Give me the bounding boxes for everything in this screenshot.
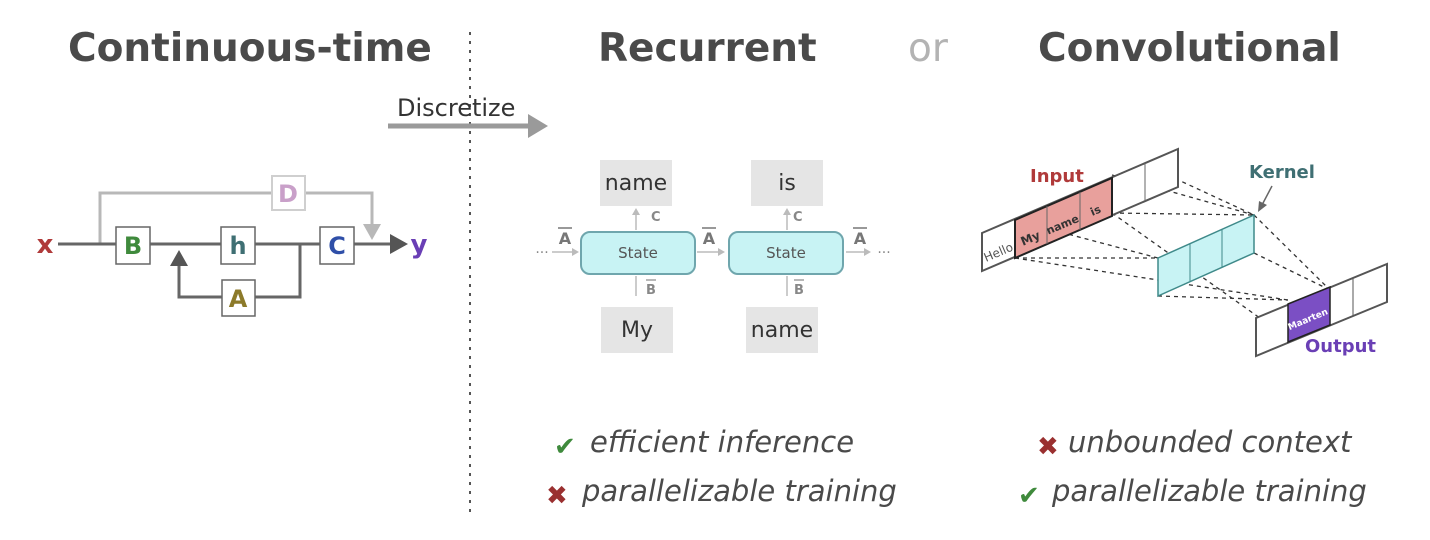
kernel-label: Kernel [1249, 162, 1315, 183]
d-block-label: D [278, 180, 298, 208]
c-arrow-1 [632, 208, 640, 215]
a-label-1: A [559, 229, 572, 248]
cross-icon: ✖ [546, 481, 568, 511]
d-path-right [305, 191, 374, 226]
a-label-3: A [854, 229, 867, 248]
recurrent-input-token-1: My [601, 307, 673, 353]
discretize-arrowhead [528, 114, 548, 138]
prop-parallelizable-training-convolutional: parallelizable training [1052, 474, 1367, 508]
h-block [220, 226, 256, 265]
ellipsis-right: ··· [877, 245, 890, 261]
heading-recurrent: Recurrent [598, 26, 817, 71]
heading-continuous-time: Continuous-time [68, 26, 432, 71]
state-box-2: State [728, 231, 844, 275]
h-block-label: h [229, 232, 246, 260]
a-arrow-mid [718, 248, 725, 256]
output-label: Output [1305, 336, 1376, 357]
check-icon: ✔ [1018, 481, 1040, 511]
recurrent-output-token-2: is [751, 160, 823, 206]
c-label-2: C [793, 210, 803, 225]
ellipsis-left: ··· [535, 245, 548, 261]
b-block [115, 226, 151, 265]
d-block [271, 175, 306, 211]
d-path-left [98, 191, 272, 244]
b-label-2: B [794, 283, 804, 298]
a-block-label: A [229, 285, 248, 313]
c-block [319, 226, 355, 265]
prop-parallelizable-training-recurrent: parallelizable training [582, 474, 897, 508]
heading-convolutional: Convolutional [1038, 26, 1341, 71]
recurrent-output-token-1: name [600, 160, 672, 206]
y-arrowhead [390, 234, 408, 254]
heading-or: or [908, 26, 948, 71]
a-loop-right [255, 244, 302, 299]
state-box-1: State [580, 231, 696, 275]
a-loop-arrowhead [170, 250, 188, 266]
kernel [1157, 213, 1255, 298]
cross-icon: ✖ [1037, 432, 1059, 462]
a-label-2: A [703, 229, 716, 248]
c-arrow-2 [783, 208, 791, 215]
input-x-label: x [37, 230, 54, 260]
a-loop-left [177, 264, 222, 299]
kernel-pointer [1261, 185, 1273, 206]
c-block-label: C [328, 232, 346, 260]
a-arrow-in [572, 248, 579, 256]
a-block [221, 279, 256, 317]
d-arrowhead [363, 224, 381, 240]
a-arrow-out [864, 248, 871, 256]
b-label-1: B [646, 283, 656, 298]
discretize-label: Discretize [397, 94, 516, 122]
ssm-block-diagram: D B h C A x y [37, 175, 428, 317]
output-y-label: y [411, 230, 428, 260]
output-cell [1287, 285, 1331, 344]
recurrent-input-token-2: name [746, 307, 818, 353]
prop-unbounded-context: unbounded context [1068, 425, 1352, 459]
c-label-1: C [651, 210, 661, 225]
b-block-label: B [124, 232, 142, 260]
check-icon: ✔ [554, 432, 576, 462]
input-label: Input [1030, 166, 1084, 187]
prop-efficient-inference: efficient inference [590, 425, 855, 459]
